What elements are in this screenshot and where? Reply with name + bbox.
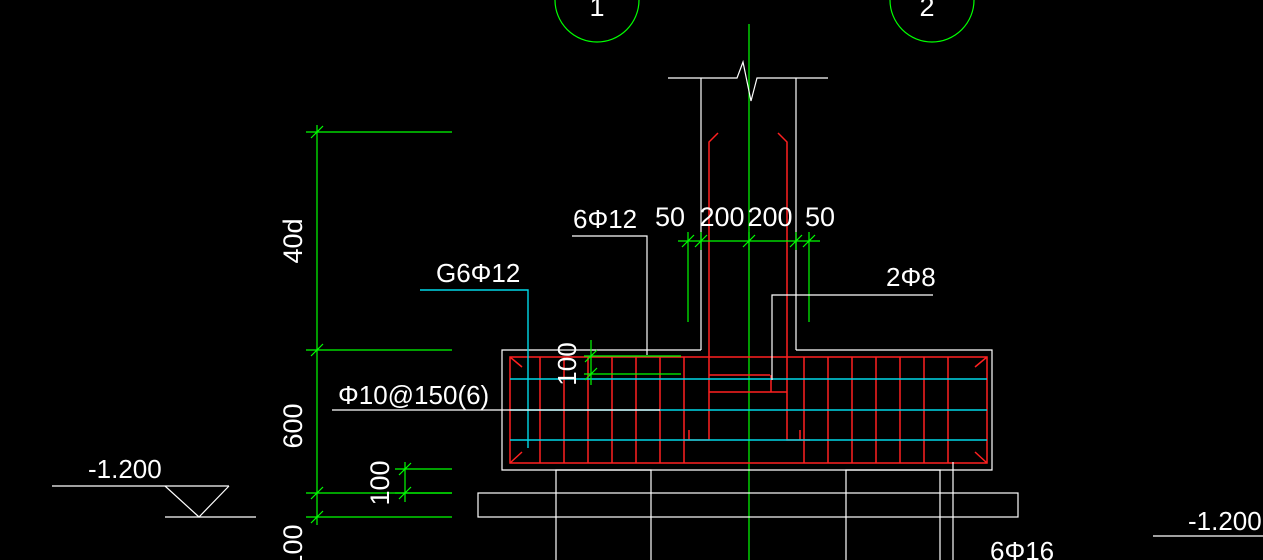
elevation-marker-right: -1.200 [1153, 506, 1263, 537]
axis-label-1: 1 [589, 0, 604, 22]
leaders [332, 235, 954, 560]
dim-anchorage-label: 40d [278, 218, 308, 263]
dim-cushion-label: 100 [278, 524, 308, 560]
elevation-label-right: -1.200 [1188, 506, 1262, 536]
dim-top-offset-label: 100 [552, 342, 582, 385]
dim-left-cover-label: 50 [655, 202, 685, 232]
dim-beam-height-label: 600 [278, 403, 308, 448]
side-bars-label: G6Φ12 [436, 258, 520, 288]
top-offset-dimension [584, 340, 681, 385]
dim-right-half-label: 200 [747, 202, 792, 232]
stirrups-label: Φ10@150(6) [338, 380, 489, 410]
axis-bubble-2: 2 [889, 0, 975, 43]
piles [555, 469, 941, 560]
bottom-cover-dimension [395, 462, 452, 502]
column-outline [668, 59, 828, 350]
elevation-marker-left: -1.200 [52, 454, 256, 518]
dim-bottom-cover-label: 100 [365, 460, 395, 505]
bottom-bars-label: 6Φ16 [990, 536, 1054, 560]
dim-left-half-label: 200 [699, 202, 744, 232]
beam-outline [501, 349, 993, 471]
column-rebars [684, 132, 810, 441]
cushion-layer [477, 492, 1019, 518]
horizontal-dimension-chain [678, 232, 820, 322]
axis-label-2: 2 [919, 0, 934, 22]
axis-bubble-1: 1 [554, 0, 640, 43]
column-bars-label: 6Φ12 [573, 204, 637, 234]
dim-right-cover-label: 50 [805, 202, 835, 232]
tie-bars-label: 2Φ8 [886, 262, 936, 292]
elevation-label-left: -1.200 [88, 454, 162, 484]
